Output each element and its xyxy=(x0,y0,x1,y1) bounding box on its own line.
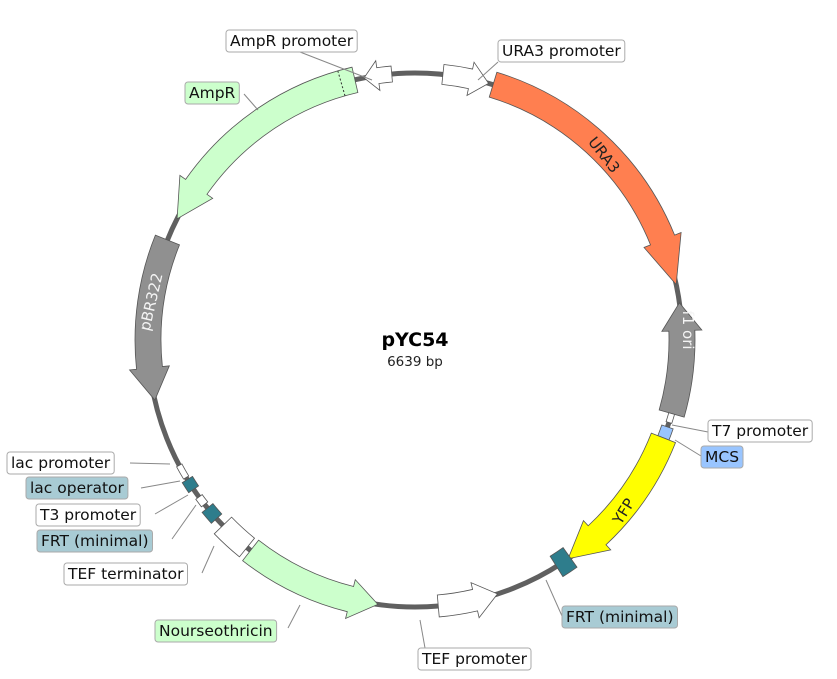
label-text-frt-minimal-left: FRT (minimal) xyxy=(41,532,149,550)
f1ori-inner-label: f1 ori xyxy=(679,310,697,349)
f1ori-feature xyxy=(658,302,703,418)
label-box-mcs xyxy=(700,445,744,469)
label-text-tef-terminator: TEF terminator xyxy=(67,565,184,583)
label-text-tef-promoter: TEF promoter xyxy=(421,650,528,668)
frt1-feature xyxy=(549,547,578,578)
leader-ura3-promoter xyxy=(477,61,499,81)
label-mcs: MCS xyxy=(700,445,744,469)
leader-lac-promoter xyxy=(129,462,171,465)
ampprom-feature xyxy=(363,59,393,92)
label-ampr: AmpR xyxy=(184,81,240,105)
label-box-lac-operator xyxy=(25,476,129,500)
leader-ampr-promoter xyxy=(299,51,373,81)
leader-nourseothricin xyxy=(287,604,301,629)
label-text-t3-promoter: T3 promoter xyxy=(39,506,137,524)
label-ampr-promoter: AmpR promoter xyxy=(225,29,358,53)
pbr322-feature xyxy=(128,234,181,401)
leader-mcs xyxy=(674,439,702,457)
uraprom-feature xyxy=(441,61,490,97)
label-tef-terminator: TEF terminator xyxy=(63,562,188,586)
t7-feature xyxy=(665,412,676,424)
label-nourseothricin: Nourseothricin xyxy=(154,619,278,643)
leader-lac-operator xyxy=(140,480,181,489)
label-text-frt-minimal-right: FRT (minimal) xyxy=(566,608,674,626)
label-box-lac-promoter xyxy=(6,451,115,475)
label-t3-promoter: T3 promoter xyxy=(35,503,141,527)
leader-frt-minimal-right xyxy=(545,579,563,617)
leader-t7-promoter xyxy=(671,424,709,433)
label-box-nourseothricin xyxy=(154,619,278,643)
lacop-feature xyxy=(181,475,200,494)
label-box-tef-promoter xyxy=(417,647,532,671)
label-box-tef-terminator xyxy=(63,562,188,586)
ura3-feature xyxy=(488,71,682,286)
leader-tef-promoter xyxy=(419,619,426,649)
label-frt-minimal-right: FRT (minimal) xyxy=(561,605,678,629)
label-text-t7-promoter: T7 promoter xyxy=(711,422,809,440)
label-box-t3-promoter xyxy=(35,503,141,527)
label-box-ampr-promoter xyxy=(225,29,358,53)
tefprom-feature xyxy=(436,581,499,619)
label-box-t7-promoter xyxy=(707,419,813,443)
nat-feature xyxy=(242,539,379,620)
label-text-mcs: MCS xyxy=(705,448,739,466)
label-frt-minimal-left: FRT (minimal) xyxy=(36,529,153,553)
label-box-ura3-promoter xyxy=(497,39,626,63)
label-text-lac-promoter: lac promoter xyxy=(11,454,111,472)
ampr-feature xyxy=(176,66,359,220)
label-lac-promoter: lac promoter xyxy=(6,451,115,475)
label-box-frt-minimal-left xyxy=(36,529,153,553)
label-t7-promoter: T7 promoter xyxy=(707,419,813,443)
leader-t3-promoter xyxy=(154,494,189,515)
label-box-ampr xyxy=(184,81,240,105)
lacprom-feature xyxy=(176,463,190,480)
label-text-ampr: AmpR xyxy=(189,84,236,102)
label-text-ampr-promoter: AmpR promoter xyxy=(230,32,354,50)
label-text-nourseothricin: Nourseothricin xyxy=(159,622,273,640)
label-tef-promoter: TEF promoter xyxy=(417,647,532,671)
leader-frt-minimal-left xyxy=(171,504,197,540)
label-lac-operator: lac operator xyxy=(25,476,129,500)
leader-tef-terminator xyxy=(201,545,215,574)
frt2-feature xyxy=(201,503,223,524)
plasmid-name: pYC54 xyxy=(381,329,448,351)
tefterm-feature xyxy=(213,516,256,558)
t3-feature xyxy=(195,494,209,508)
label-box-frt-minimal-right xyxy=(561,605,678,629)
leader-ampr xyxy=(243,93,259,111)
yfp-feature xyxy=(567,432,677,560)
ampr-divider xyxy=(337,70,346,96)
label-text-ura3-promoter: URA3 promoter xyxy=(502,42,621,60)
plasmid-size: 6639 bp xyxy=(387,354,443,370)
label-text-lac-operator: lac operator xyxy=(30,479,125,497)
label-ura3-promoter: URA3 promoter xyxy=(497,39,626,63)
